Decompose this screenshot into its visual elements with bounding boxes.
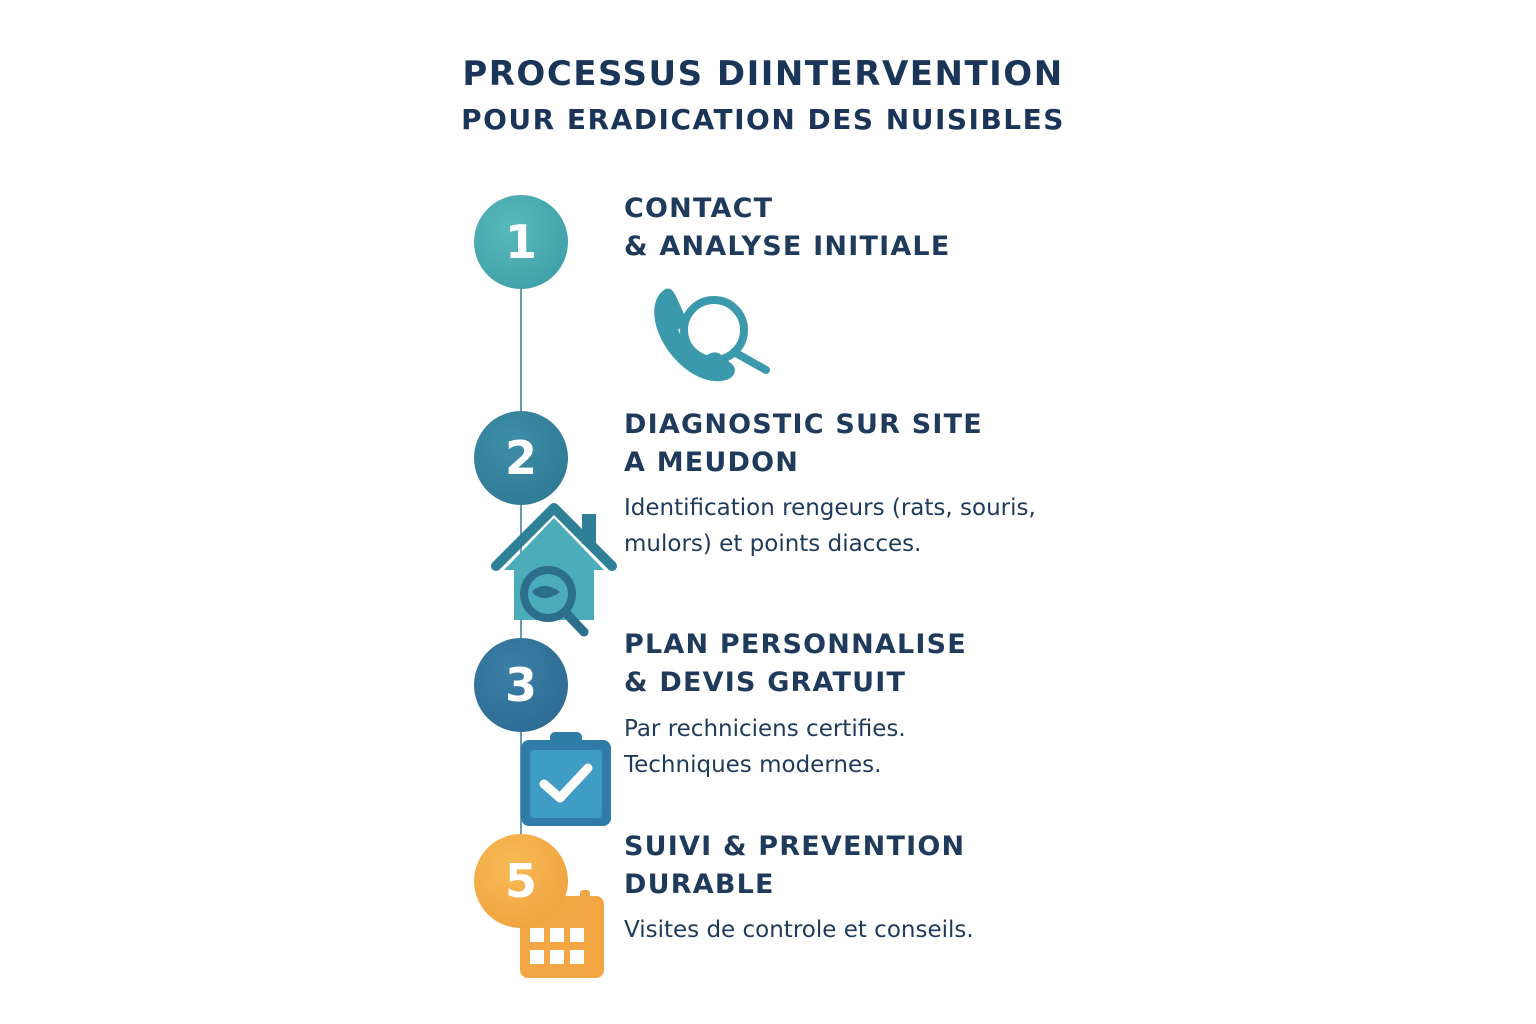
step-5-desc-line1: Visites de controle et conseils. [624,917,974,943]
step-3-description: Par rechniciens certifies. Techniques mo… [624,711,906,783]
step-3-desc-line1: Par rechniciens certifies. [624,716,906,742]
page-subtitle: POUR ERADICATION DES NUISIBLES [461,103,1065,136]
phone-search-icon [648,284,778,393]
step-2-desc-line1: Identification rengeurs (rats, souris, [624,495,1036,521]
step-2-title-line2: A MEUDON [624,447,800,478]
step-3-title: PLAN PERSONNALISE & DEVIS GRATUIT [624,626,967,702]
step-2-title: DIAGNOSTIC SUR SITE A MEUDON [624,406,983,482]
step-3-number: 3 [474,638,568,732]
step-1-title-line2: & ANALYSE INITIALE [624,231,951,262]
step-5-title-line2: DURABLE [624,869,775,900]
step-5-title-line1: SUIVI & PREVENTION [624,831,966,862]
step-2-number: 2 [474,411,568,505]
house-search-icon [490,500,620,644]
step-3-title-line2: & DEVIS GRATUIT [624,667,907,698]
step-2-desc-line2: mulors) et points diacces. [624,531,922,557]
step-3-desc-line2: Techniques modernes. [624,752,882,778]
page-title: PROCESSUS DIINTERVENTION [462,54,1064,94]
clipboard-check-icon [518,730,614,832]
step-1-title-line1: CONTACT [624,193,774,224]
step-1-number: 1 [474,195,568,289]
step-2-title-line1: DIAGNOSTIC SUR SITE [624,409,983,440]
step-3-title-line1: PLAN PERSONNALISE [624,629,967,660]
step-5-number: 5 [474,834,568,928]
step-1-title: CONTACT & ANALYSE INITIALE [624,190,950,266]
step-5-title: SUIVI & PREVENTION DURABLE [624,828,965,904]
step-2-description: Identification rengeurs (rats, souris, m… [624,490,1036,562]
step-5-description: Visites de controle et conseils. [624,912,974,948]
